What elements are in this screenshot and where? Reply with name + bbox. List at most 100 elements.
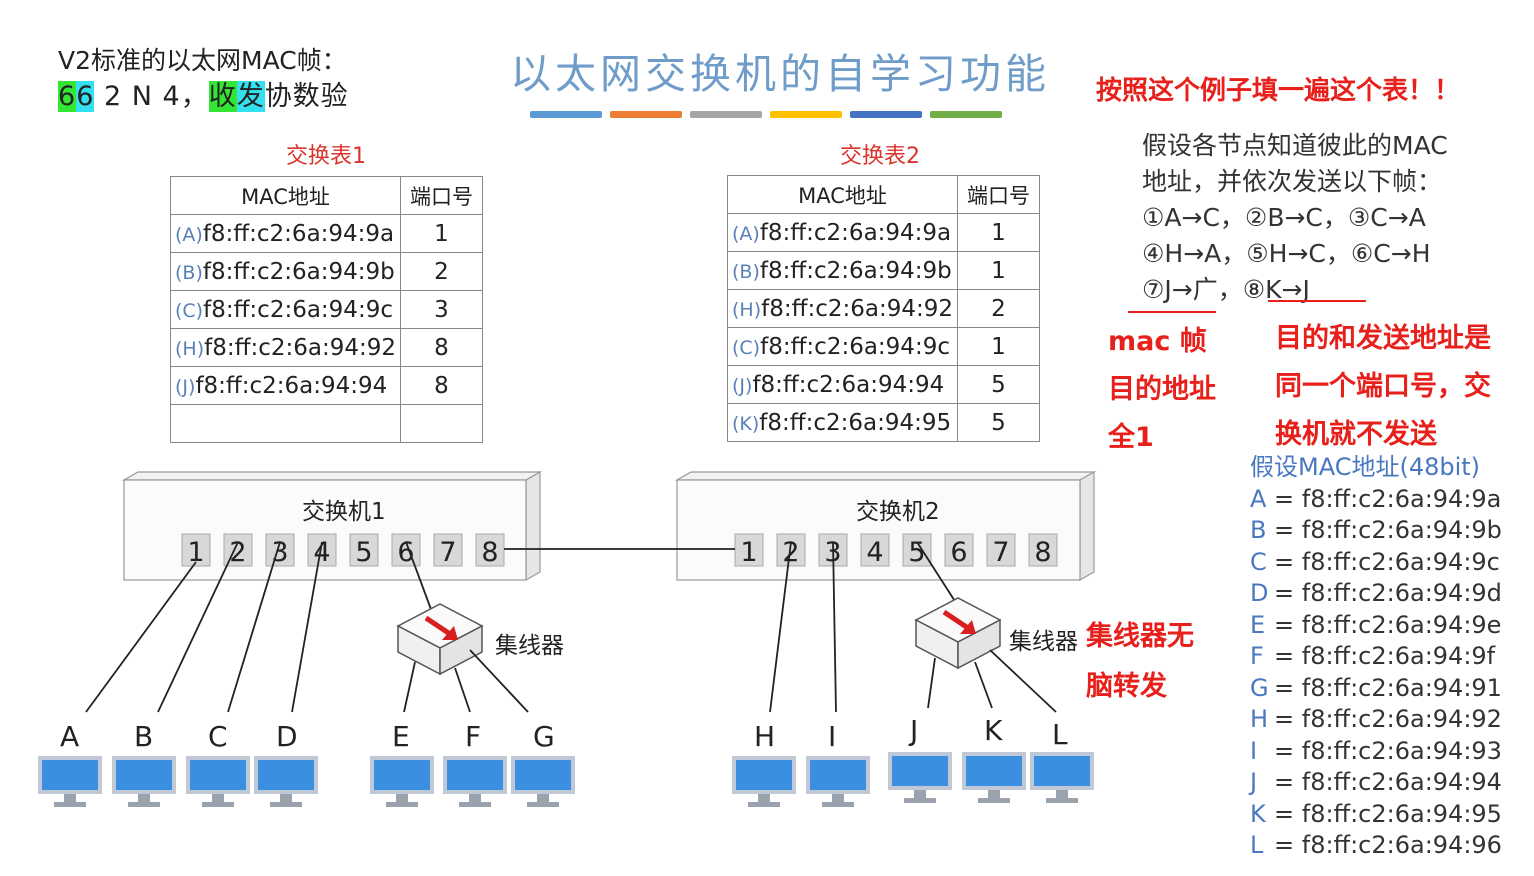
node-label: F (465, 720, 482, 753)
computer-screen (443, 756, 507, 794)
note-line: 脑转发 (1086, 671, 1167, 702)
computer-neck (138, 794, 150, 802)
mac-list-key: D (1250, 579, 1269, 607)
mac-list-value: = f8:ff:c2:6a:94:9e (1274, 610, 1502, 639)
underline-frame-8 (1268, 300, 1366, 302)
node-tag: (B) (175, 261, 203, 284)
switch1-top (121, 471, 543, 481)
computer-base (748, 802, 780, 807)
note-line: 集线器无 (1086, 621, 1194, 652)
node-label: G (533, 720, 555, 753)
node-label: A (60, 720, 80, 753)
port-cell: 2 (400, 252, 483, 291)
switch2-label: 交换机2 (856, 499, 940, 525)
computer-base (904, 798, 936, 803)
mac-list-item: D= f8:ff:c2:6a:94:9d (1250, 578, 1502, 610)
computer-neck (914, 790, 926, 798)
mac-cell: f8:ff:c2:6a:94:9c (760, 333, 950, 360)
mac-list-value: = f8:ff:c2:6a:94:9d (1274, 579, 1502, 607)
type-data-fields: 2 N 4， (103, 81, 209, 112)
mac-list-item: B= f8:ff:c2:6a:94:9b (1250, 515, 1502, 547)
link-line (769, 541, 792, 713)
src-addr-field: 6 (76, 81, 95, 112)
color-bar (690, 111, 762, 118)
link-line (454, 667, 471, 713)
note-same-port: 目的和发送地址是 同一个端口号，交 换机就不发送 (1275, 315, 1491, 459)
color-bar (530, 111, 602, 118)
node-label: C (208, 720, 228, 753)
port-cell (400, 404, 483, 443)
node-label: E (392, 720, 410, 753)
mac-cell: f8:ff:c2:6a:94:92 (761, 295, 953, 322)
switch-port (944, 533, 974, 567)
switch-port-number: 4 (313, 537, 330, 568)
port-cell: 1 (400, 214, 483, 253)
computer-neck (469, 794, 481, 802)
switch-port (307, 533, 337, 567)
computer-base (202, 802, 234, 807)
note-line: 全1 (1108, 422, 1154, 453)
port-cell: 5 (957, 403, 1040, 442)
computer-neck (1056, 790, 1068, 798)
link-line (291, 541, 323, 713)
desc-line: 地址，并依次发送以下帧： (1142, 167, 1443, 196)
switch-port (776, 533, 806, 567)
node-tag: (C) (732, 336, 761, 359)
mac-list-item: C= f8:ff:c2:6a:94:9c (1250, 547, 1502, 579)
computer-screen (511, 756, 575, 794)
hub1-arrow-head (442, 626, 458, 640)
hub1-arrow-shaft (424, 615, 452, 637)
switch-port-number: 8 (481, 537, 498, 568)
node-tag: (J) (732, 374, 753, 397)
switch-port-number: 6 (397, 537, 414, 568)
switch-port (265, 533, 295, 567)
computer-screen (732, 756, 796, 794)
link-line (405, 541, 433, 613)
mac-list-value: = f8:ff:c2:6a:94:95 (1274, 799, 1502, 828)
frame-8-text: ⑧K→J (1242, 275, 1310, 304)
mac-list-key: B (1250, 516, 1267, 544)
node-tag: (A) (175, 223, 203, 246)
mac-list-key: H (1250, 705, 1269, 733)
mac-cell: f8:ff:c2:6a:94:92 (204, 334, 396, 361)
port-cell: 1 (957, 213, 1040, 252)
color-bar (770, 111, 842, 118)
page-title: 以太网交换机的自学习功能 (510, 50, 1050, 98)
switch-port-number: 2 (782, 537, 799, 568)
mac-list-value: = f8:ff:c2:6a:94:92 (1274, 705, 1502, 733)
switch-port-number: 7 (439, 537, 456, 568)
computer-screen (38, 756, 102, 794)
mac-list-item: H= f8:ff:c2:6a:94:92 (1250, 704, 1502, 736)
switch-port (734, 533, 764, 567)
switch-port (902, 533, 932, 567)
computer-neck (832, 794, 844, 802)
switch-port (433, 533, 463, 567)
mac-list-title: 假设MAC地址(48bit) (1250, 453, 1481, 481)
mac-list-item: K= f8:ff:c2:6a:94:95 (1250, 799, 1502, 831)
port-cell: 2 (957, 289, 1040, 328)
mac-list-value: = f8:ff:c2:6a:94:9b (1274, 516, 1502, 544)
frame-format-heading: V2标准的以太网MAC帧： (58, 46, 347, 75)
switch-port-number: 2 (229, 537, 246, 568)
switch-port-number: 4 (866, 537, 883, 568)
link-line (157, 541, 239, 713)
link-line (989, 649, 1057, 713)
underline-frame-7 (1128, 311, 1216, 313)
note-line: 目的地址 (1108, 374, 1216, 405)
computer-base (978, 798, 1010, 803)
switch-port (986, 533, 1016, 567)
computer-neck (212, 794, 224, 802)
port-cell: 1 (957, 327, 1040, 366)
computer-neck (758, 794, 770, 802)
mac-list-key: F (1250, 642, 1264, 670)
node-tag: (C) (175, 299, 204, 322)
table-row: (C)f8:ff:c2:6a:94:9c 1 (727, 327, 1040, 366)
